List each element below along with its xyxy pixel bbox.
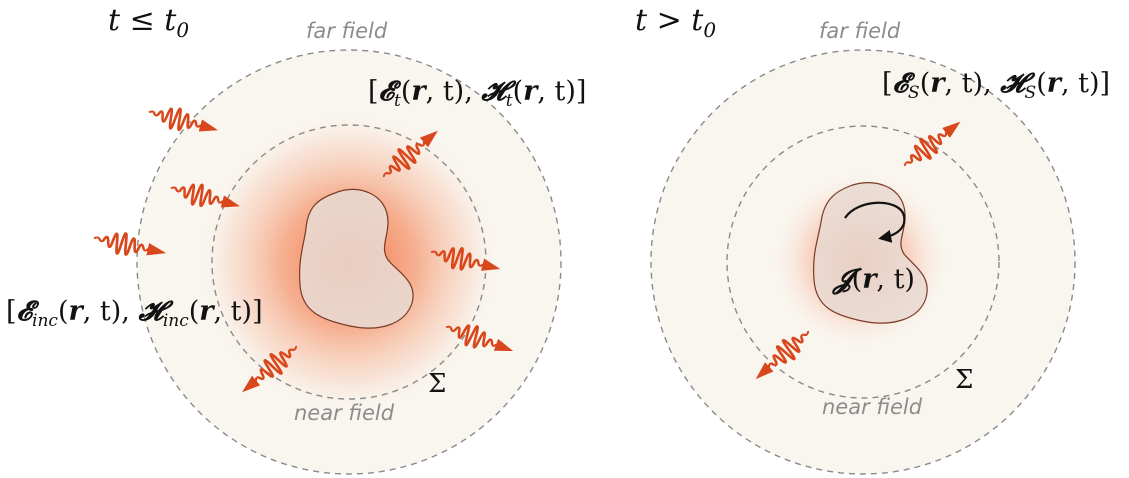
far-field-label-left: far field [306, 19, 388, 43]
near-boundary-left [211, 124, 487, 400]
circulating-current-arrow [844, 201, 906, 243]
right-panel: t > t0 far field near field Σ [𝓔S(r, t),… [635, 3, 1110, 475]
time-label-right: t > t0 [635, 3, 716, 42]
current-density-label: 𝓙(r, t) [831, 264, 915, 295]
incident-field-label: [𝓔inc(r, t), 𝓗inc(r, t)] [6, 296, 263, 331]
left-panel: t ≤ t0 far field near field Σ [𝓔t(r, t),… [6, 3, 586, 475]
time-label-left: t ≤ t0 [108, 3, 189, 42]
sigma-label-left: Σ [428, 369, 446, 399]
scatterer-right [813, 182, 928, 324]
scatterer-left [299, 188, 414, 329]
near-field-label-left: near field [294, 401, 395, 425]
sigma-label-right: Σ [955, 365, 973, 395]
total-field-label: [𝓔t(r, t), 𝓗t(r, t)] [368, 76, 586, 111]
near-boundary-right [726, 125, 1000, 399]
near-field-label-right: near field [822, 395, 923, 419]
far-field-label-right: far field [819, 19, 901, 43]
